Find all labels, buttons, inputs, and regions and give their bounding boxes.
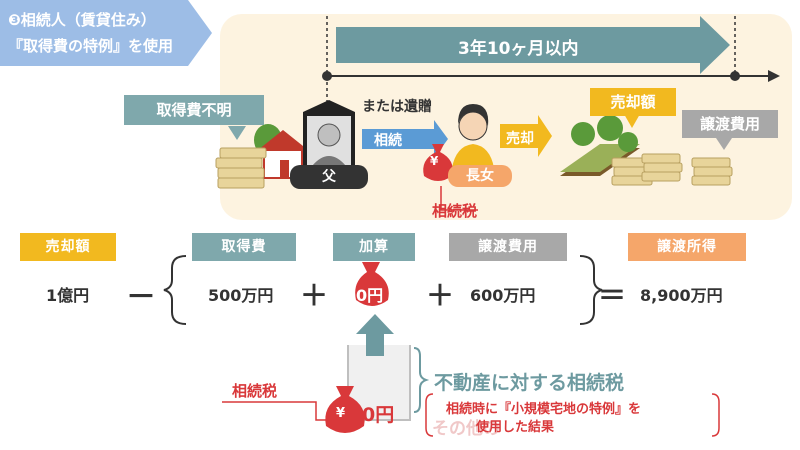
operator-equals: ＝ — [598, 279, 627, 312]
yen-symbol-bottom: ¥ — [336, 406, 346, 421]
operator-plus-1: ＋ — [300, 279, 329, 312]
daughter-icon — [452, 104, 494, 168]
inherit-arrow — [362, 120, 448, 158]
timeline-end-dot — [730, 71, 740, 81]
note-line-1: 相続時に『小規模宅地の特例』を — [446, 402, 642, 417]
header-transfer-income: 譲渡所得 — [628, 233, 746, 261]
bottom-tax-connector — [222, 401, 330, 421]
addition-money-bag-icon — [355, 262, 389, 306]
other-label: その他の — [432, 419, 500, 439]
unknown-cost-label: 取得費不明 — [124, 95, 264, 125]
or-gift-label: または遺贈 — [362, 99, 432, 115]
value-transfer-cost: 600万円 — [470, 286, 536, 305]
inherit-label: 相続 — [374, 133, 402, 149]
sell-label: 売却 — [506, 131, 534, 147]
tax-bucket — [347, 345, 411, 421]
money-stack-icon-left — [215, 147, 267, 189]
father-label: 父 — [290, 165, 368, 189]
money-stack-icon-sale — [611, 153, 683, 186]
title-line-2: 『取得費の特例』を使用 — [8, 37, 174, 55]
realestate-tax-label: 不動産に対する相続税 — [434, 372, 625, 394]
header-sale: 売却額 — [20, 233, 116, 261]
bottom-zero-value: 0円 — [362, 404, 395, 426]
father-portrait-icon — [303, 100, 355, 170]
land-icon — [560, 115, 640, 176]
note-bracket-right — [711, 393, 720, 437]
value-acquisition: 500万円 — [208, 286, 274, 305]
note-line-2: 使用した結果 — [476, 420, 555, 435]
right-brace — [579, 255, 603, 325]
note-bracket-left — [425, 393, 434, 437]
addition-up-arrow — [356, 314, 394, 356]
bottom-tax-label: 相続税 — [232, 382, 278, 400]
sale-amount-pointer — [624, 114, 640, 128]
timeline-arrowhead — [768, 70, 780, 82]
sell-arrow — [500, 115, 552, 157]
title-tag-shape — [0, 0, 212, 66]
value-transfer-income: 8,900万円 — [640, 286, 723, 305]
money-bag-icon — [423, 144, 453, 181]
timeline-start-dot — [322, 71, 332, 81]
title-tag: ❸相続人（賃貸住み） 『取得費の特例』を使用 — [0, 0, 212, 66]
title-line-1: ❸相続人（賃貸住み） — [8, 11, 156, 29]
transfer-cost-label: 譲渡費用 — [682, 110, 778, 138]
bottom-money-bag-icon — [325, 386, 365, 433]
header-addition: 加算 — [333, 233, 415, 261]
value-addition: 0円 — [356, 286, 384, 305]
teal-bracket — [413, 347, 430, 413]
sale-amount-label: 売却額 — [590, 88, 676, 116]
yen-symbol-top: ¥ — [430, 154, 439, 168]
left-brace — [163, 255, 187, 325]
period-label: 3年10ヶ月以内 — [458, 39, 579, 59]
header-transfer-cost: 譲渡費用 — [449, 233, 567, 261]
header-acquisition: 取得費 — [192, 233, 296, 261]
tax-connector-line — [440, 186, 478, 211]
value-sale: 1億円 — [46, 286, 90, 305]
operator-plus-2: ＋ — [426, 279, 455, 312]
money-stack-icon-cost — [691, 157, 733, 186]
period-arrow — [336, 16, 730, 74]
inheritance-tax-label: 相続税 — [432, 202, 478, 220]
transfer-cost-pointer — [716, 138, 732, 150]
daughter-label: 長女 — [448, 165, 512, 187]
unknown-cost-pointer — [228, 126, 246, 140]
operator-minus: － — [126, 280, 156, 315]
